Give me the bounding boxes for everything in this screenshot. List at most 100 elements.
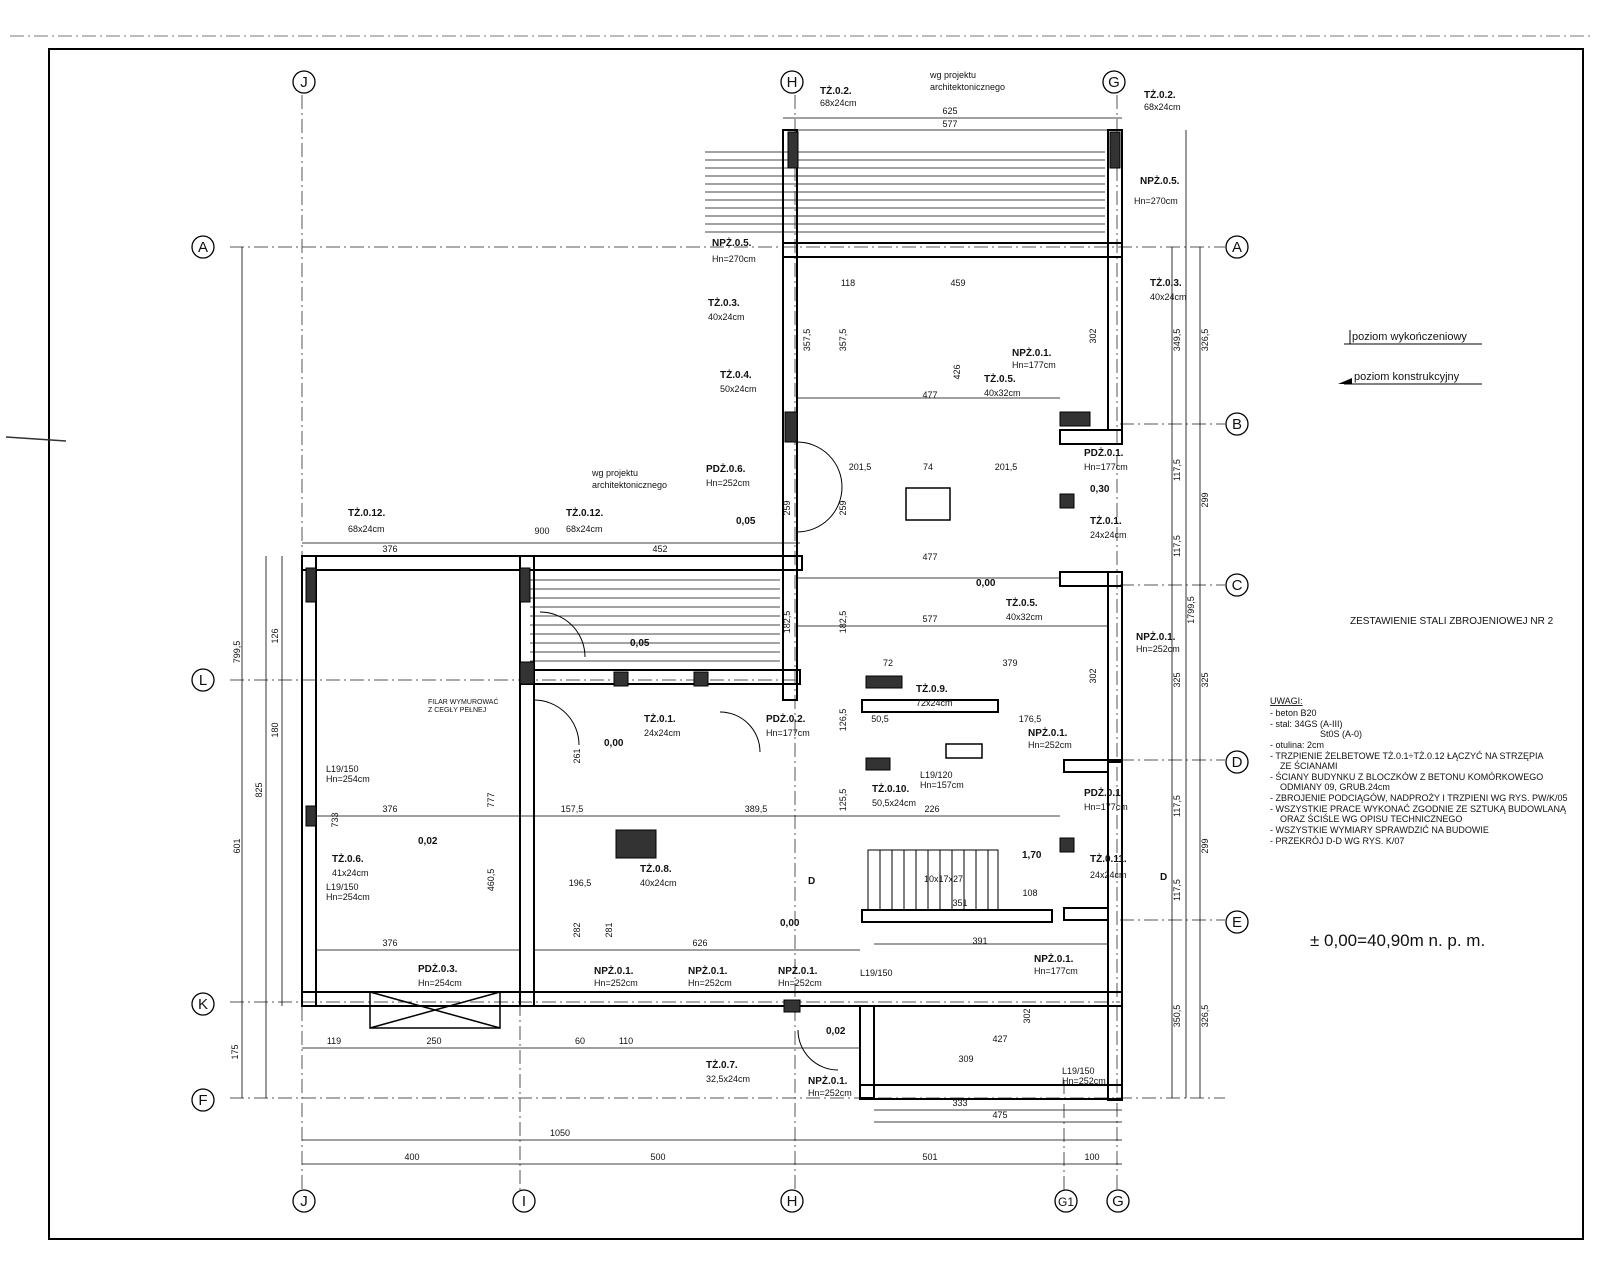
- axis-bottom-g: G: [1112, 1193, 1124, 1210]
- dim-125-5: 125,5: [838, 789, 848, 812]
- tag-npz01-k1: NPŻ.0.1.: [594, 964, 634, 977]
- dim-389-5: 389,5: [745, 804, 768, 814]
- axis-right-e: E: [1232, 914, 1242, 931]
- tag-pdz06-hn: Hn=252cm: [706, 478, 750, 488]
- notes-line-3: St0S (A-0): [1320, 729, 1362, 739]
- dim-72: 72: [883, 658, 893, 668]
- tag-tz01-top: TŻ.0.1.: [1090, 514, 1122, 527]
- dim-119: 119: [327, 1036, 341, 1046]
- element-tags: TŻ.0.2. 68x24cm TŻ.0.2. 68x24cm wg proje…: [326, 70, 1187, 1098]
- dim-427: 427: [992, 1034, 1007, 1044]
- steel-schedule-title: ZESTAWIENIE STALI ZBROJENIOWEJ NR 2: [1350, 616, 1554, 627]
- axis-bottom-g1: G1: [1058, 1195, 1074, 1209]
- tag-tz06-size: 41x24cm: [332, 868, 369, 878]
- tag-tz04: TŻ.0.4.: [720, 368, 752, 381]
- tag-tz010: TŻ.0.10.: [872, 782, 909, 795]
- tag-npz01-top: NPŻ.0.1.: [1012, 346, 1052, 359]
- level-0-00-room: 0,00: [604, 738, 624, 749]
- tag-tz03-right-size: 40x24cm: [1150, 292, 1187, 302]
- notes-line-1: - beton B20: [1270, 708, 1317, 718]
- tag-pdz01-d-hn: Hn=177cm: [1084, 802, 1128, 812]
- dim-180: 180: [270, 722, 280, 737]
- note-filar-2: Z CEGŁY PEŁNEJ: [428, 707, 486, 714]
- level-0-00-lower: 0,00: [780, 918, 800, 929]
- dim-426: 426: [952, 364, 962, 379]
- tag-tz02-right-size: 68x24cm: [1144, 102, 1181, 112]
- notes-line-8: ODMIANY 09, GRUB.24cm: [1280, 782, 1390, 792]
- tag-pdz06: PDŻ.0.6.: [706, 462, 746, 475]
- dim-182-5-b: 182,5: [838, 611, 848, 634]
- level-0-05-mid: 0,05: [630, 638, 650, 649]
- dim-333: 333: [952, 1098, 967, 1108]
- tag-npz01-e: NPŻ.0.1.: [1034, 952, 1074, 965]
- dim-376-mid: 376: [382, 804, 397, 814]
- tag-tz03-left-size: 40x24cm: [708, 312, 745, 322]
- notes-line-7: - ŚCIANY BUDYNKU Z BLOCZKÓW Z BETONU KOM…: [1270, 771, 1543, 782]
- tag-tz08: TŻ.0.8.: [640, 862, 672, 875]
- level-1-70: 1,70: [1022, 850, 1042, 861]
- dim-100: 100: [1084, 1152, 1099, 1162]
- dim-625: 625: [942, 106, 957, 116]
- dim-325-outer: 325: [1200, 672, 1210, 687]
- axis-bottom-i: I: [522, 1193, 526, 1210]
- elevation-datum: ± 0,00=40,90m n. p. m.: [1310, 931, 1485, 950]
- dim-601: 601: [232, 838, 242, 853]
- note-filar-1: FILAR WYMUROWAĆ: [428, 697, 499, 706]
- axis-right-b: B: [1232, 416, 1242, 433]
- dim-176-5: 176,5: [1019, 714, 1042, 724]
- dim-118: 118: [841, 278, 855, 288]
- dim-357-5-a: 357,5: [802, 329, 812, 352]
- dim-226: 226: [924, 804, 939, 814]
- fold-mark: [5, 436, 67, 442]
- dim-357-5-b: 357,5: [838, 329, 848, 352]
- notes-line-11: ORAZ ŚCIŚLE WG OPISU TECHNICZNEGO: [1280, 813, 1462, 824]
- tag-npz05-left-hn: Hn=270cm: [712, 254, 756, 264]
- tag-tz02-left: TŻ.0.2.: [820, 84, 852, 97]
- tag-l19-150-b-hn: Hn=254cm: [326, 892, 370, 902]
- dim-117-5-c: 117,5: [1172, 795, 1182, 817]
- tag-pdz03-hn: Hn=254cm: [418, 978, 462, 988]
- dim-325-inner: 325: [1172, 672, 1182, 687]
- dim-117-5-a: 117,5: [1172, 459, 1182, 481]
- tag-l19-150-c: L19/150: [860, 968, 893, 978]
- notes-line-2: - stal: 34GS (A-III): [1270, 719, 1343, 729]
- axis-left-l: L: [199, 672, 207, 689]
- stairs-spec: 10x17x27: [924, 874, 963, 884]
- note-wg-mid-2: architektonicznego: [592, 480, 667, 490]
- dim-459: 459: [950, 278, 965, 288]
- dim-326-5-bottom: 326,5: [1200, 1005, 1210, 1028]
- tag-tz07: TŻ.0.7.: [706, 1058, 738, 1071]
- dim-376-top: 376: [382, 544, 397, 554]
- dim-500: 500: [650, 1152, 665, 1162]
- notes-line-13: - PRZEKRÓJ D-D WG RYS. K/07: [1270, 836, 1404, 846]
- dim-299-top: 299: [1200, 492, 1210, 507]
- notes-line-5: - TRZPIENIE ŻELBETOWE TŻ.0.1÷TŻ.0.12 ŁĄC…: [1270, 751, 1544, 761]
- dim-299-bottom: 299: [1200, 838, 1210, 853]
- section-mark-right: D: [1160, 872, 1167, 883]
- dim-577-mid: 577: [922, 614, 937, 624]
- dim-126: 126: [270, 628, 280, 643]
- dim-1050: 1050: [550, 1128, 570, 1138]
- drawing-frame: [48, 48, 1584, 1240]
- note-wg-top-1: wg projektu: [929, 70, 976, 80]
- dim-350-5: 350,5: [1172, 1005, 1182, 1028]
- axis-bubbles: [191, 70, 1249, 1213]
- tag-tz03-right: TŻ.0.3.: [1150, 276, 1182, 289]
- tag-l19-150-a-hn: Hn=254cm: [326, 774, 370, 784]
- dim-309: 309: [958, 1054, 973, 1064]
- level-0-02-bottom: 0,02: [826, 1026, 846, 1037]
- tag-tz012-right: TŻ.0.12.: [566, 506, 603, 519]
- dim-376-bottom: 376: [382, 938, 397, 948]
- dim-733: 733: [330, 812, 340, 827]
- dim-1799-5: 1799,5: [1186, 596, 1196, 624]
- tag-l19-150-d-hn: Hn=252cm: [1062, 1076, 1106, 1086]
- tag-tz01-top-size: 24x24cm: [1090, 530, 1127, 540]
- dim-349-5: 349,5: [1172, 329, 1182, 352]
- tag-npz05-right: NPŻ.0.5.: [1140, 174, 1180, 187]
- tag-l19-150-d: L19/150: [1062, 1066, 1095, 1076]
- dim-799-5: 799,5: [232, 641, 242, 664]
- tag-tz012-left-size: 68x24cm: [348, 524, 385, 534]
- axis-labels: J H G J I H G1 G A L K F A B C D E: [198, 74, 1243, 1210]
- dim-351: 351: [952, 898, 967, 908]
- dim-777: 777: [486, 792, 496, 807]
